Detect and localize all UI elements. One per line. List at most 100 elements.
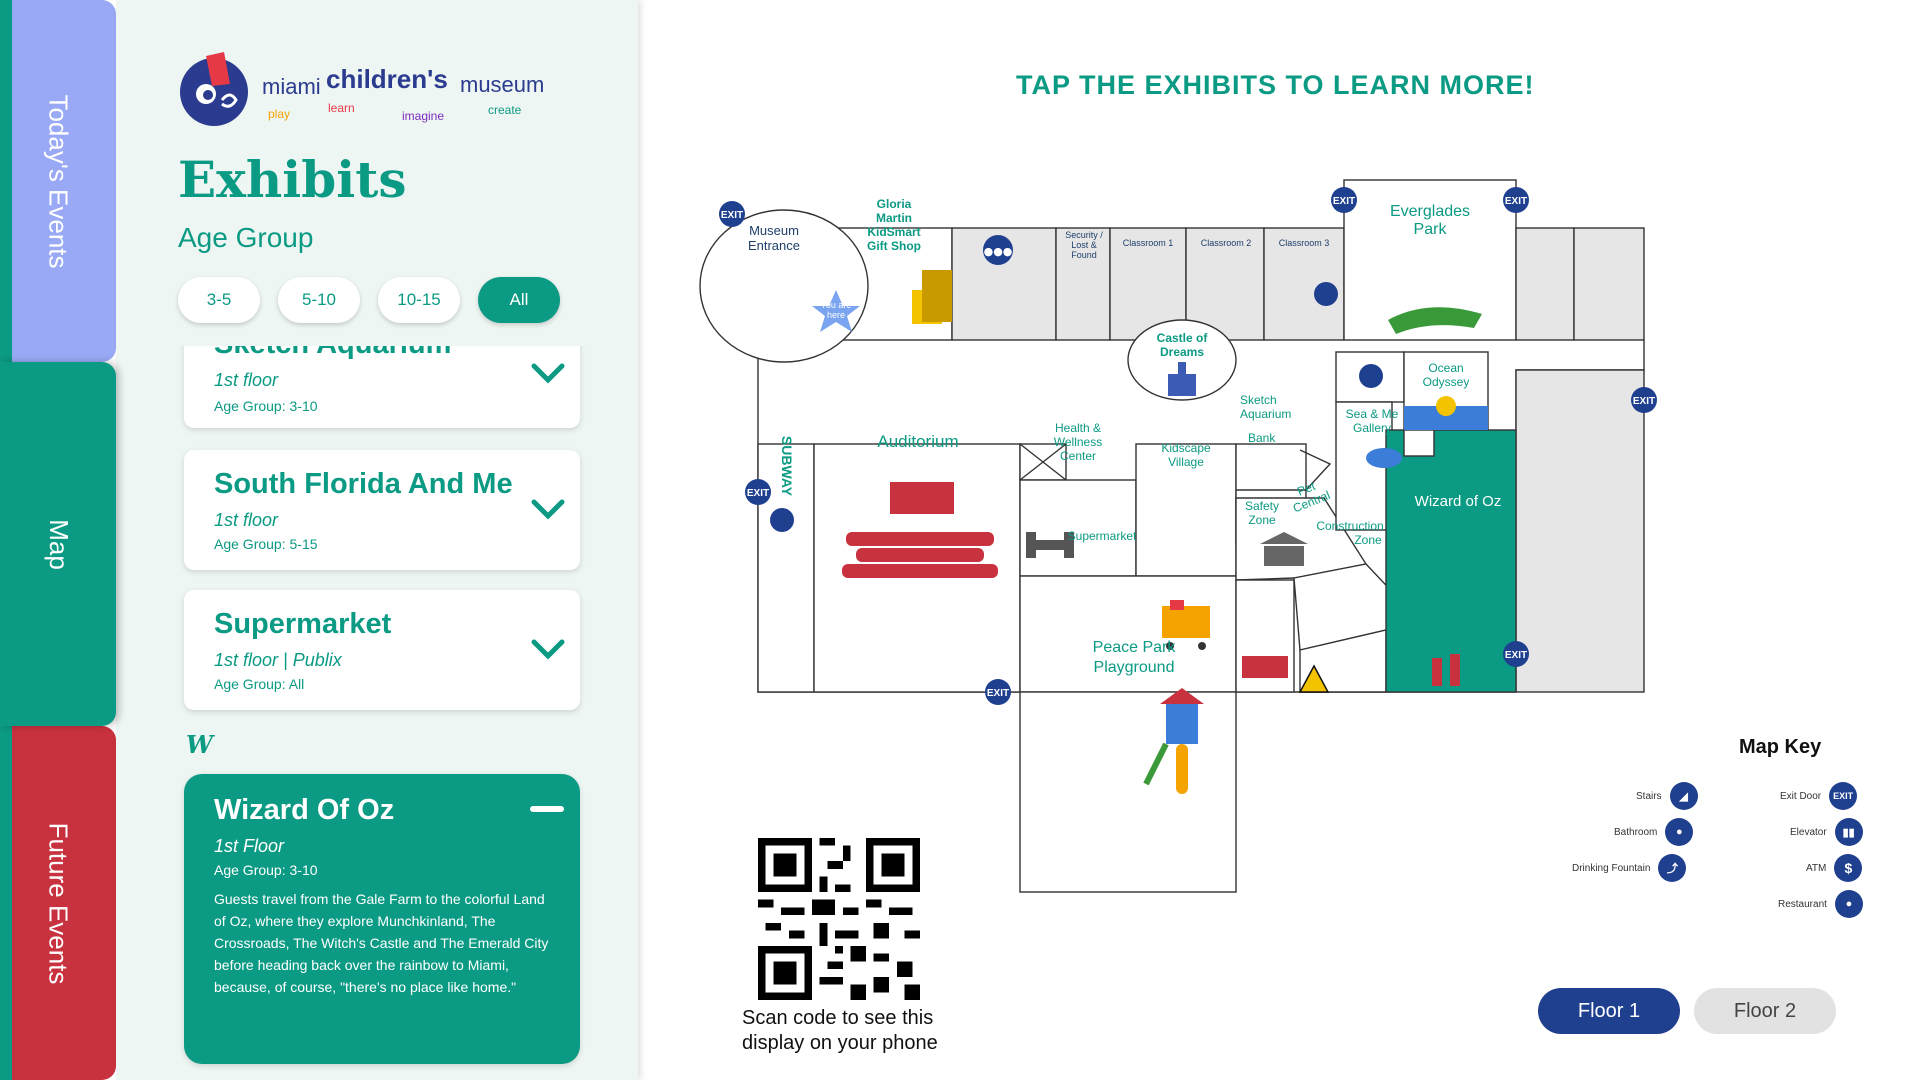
exhibit-list[interactable]: Sketch Aquarium 1st floor Age Group: 3-1… xyxy=(116,346,638,1080)
svg-text:SUBWAY: SUBWAY xyxy=(779,436,795,497)
stage-icon xyxy=(890,482,954,514)
fire-truck-icon xyxy=(1242,656,1288,678)
exhibit-age-group: Age Group: 5-15 xyxy=(214,536,318,552)
room-storage-b xyxy=(1573,227,1645,341)
gift-box-icon xyxy=(912,270,952,324)
exhibits-panel: miami children's museum play learn imagi… xyxy=(116,0,638,1080)
svg-text:Pet: Pet xyxy=(1295,479,1318,499)
svg-text:Kidscape: Kidscape xyxy=(1161,441,1211,455)
svg-text:learn: learn xyxy=(328,101,355,115)
exhibit-description: Guests travel from the Gale Farm to the … xyxy=(214,891,549,995)
key-item-fountain: Drinking Fountain⤴ xyxy=(1572,854,1687,882)
tab-map[interactable]: Map xyxy=(0,362,116,726)
section-letter: W xyxy=(186,730,213,759)
room-health-wellness[interactable] xyxy=(1019,479,1137,577)
exit-icon: EXIT xyxy=(1503,641,1529,667)
svg-text:Security /: Security / xyxy=(1065,230,1103,240)
qr-code-icon xyxy=(758,838,920,1000)
warning-sign-icon xyxy=(1298,664,1330,693)
restaurant-icon: ● xyxy=(1834,890,1863,918)
exit-icon: EXIT xyxy=(985,679,1011,705)
svg-text:You are: You are xyxy=(821,300,852,310)
exhibit-age-group: Age Group: 3-10 xyxy=(214,398,318,414)
room-kidscape-village[interactable] xyxy=(1135,443,1237,577)
exhibit-card-supermarket[interactable]: Supermarket 1st floor | Publix Age Group… xyxy=(184,590,580,710)
svg-text:Ocean: Ocean xyxy=(1428,361,1463,375)
svg-text:Village: Village xyxy=(1168,455,1204,469)
svg-text:EXIT: EXIT xyxy=(1505,196,1527,207)
svg-text:museum: museum xyxy=(460,72,544,97)
svg-text:imagine: imagine xyxy=(402,109,444,123)
svg-text:Wizard of Oz: Wizard of Oz xyxy=(1415,493,1502,510)
exhibit-card-wizard-of-oz[interactable]: Wizard Of Oz 1st Floor Age Group: 3-10 G… xyxy=(184,774,580,1064)
tab-future-events-label: Future Events xyxy=(43,822,74,984)
svg-text:Health &: Health & xyxy=(1055,421,1101,435)
key-item-elevator: Elevator▮▮ xyxy=(1790,818,1863,846)
age-filter-3-5[interactable]: 3-5 xyxy=(178,277,260,323)
exhibit-card-sketch-aquarium[interactable]: Sketch Aquarium 1st floor Age Group: 3-1… xyxy=(184,346,580,428)
chevron-down-icon[interactable] xyxy=(528,634,568,664)
exit-icon: EXIT xyxy=(1331,187,1357,213)
svg-text:KidSmart: KidSmart xyxy=(867,225,920,239)
tab-todays-events-label: Today's Events xyxy=(43,93,74,269)
svg-text:Aquarium: Aquarium xyxy=(1240,407,1291,421)
svg-text:Martin: Martin xyxy=(876,211,912,225)
svg-text:Sketch: Sketch xyxy=(1240,393,1277,407)
chevron-down-icon[interactable] xyxy=(528,358,568,388)
age-filter-5-10[interactable]: 5-10 xyxy=(278,277,360,323)
tab-future-events[interactable]: Future Events xyxy=(0,726,116,1080)
qr-caption-line: Scan code to see this xyxy=(742,1007,934,1029)
room-castle-of-dreams[interactable] xyxy=(1127,319,1237,401)
age-filter-all[interactable]: All xyxy=(478,277,560,323)
you-are-here-star-icon xyxy=(812,290,860,332)
floor-2-button[interactable]: Floor 2 xyxy=(1694,988,1836,1034)
drinking-fountain-icon xyxy=(1314,282,1338,306)
svg-text:Everglades: Everglades xyxy=(1390,203,1470,220)
castle-icon xyxy=(1168,362,1196,396)
collapse-icon[interactable] xyxy=(530,806,564,812)
auditorium-seats-icon xyxy=(842,532,998,578)
room-wizard-of-oz[interactable] xyxy=(1385,429,1517,693)
svg-text:Classroom 3: Classroom 3 xyxy=(1279,238,1330,248)
stairs-icon xyxy=(1359,364,1383,388)
fountain-icon: ⤴ xyxy=(1658,854,1687,882)
shopping-cart-icon xyxy=(1162,600,1210,650)
waves-icon xyxy=(1404,396,1488,430)
exhibit-title: Sketch Aquarium xyxy=(214,346,451,361)
dumbbell-icon xyxy=(1026,532,1074,558)
svg-text:Zone: Zone xyxy=(1354,533,1382,547)
svg-text:Sea & Me: Sea & Me xyxy=(1346,407,1399,421)
map-key-title: Map Key xyxy=(1739,736,1822,758)
svg-text:play: play xyxy=(268,107,290,121)
room-security[interactable] xyxy=(1055,227,1111,341)
exhibit-age-group: Age Group: All xyxy=(214,676,305,692)
svg-text:Playground: Playground xyxy=(1094,659,1175,676)
svg-text:Construction: Construction xyxy=(1316,519,1383,533)
age-filter-10-15[interactable]: 10-15 xyxy=(378,277,460,323)
floor-1-button[interactable]: Floor 1 xyxy=(1538,988,1680,1034)
room-peace-park[interactable] xyxy=(1019,691,1237,893)
floor-map: Museum Entrance Gloria Martin KidSmart G… xyxy=(699,179,1657,893)
playground-icon xyxy=(1143,688,1204,794)
svg-text:Center: Center xyxy=(1060,449,1096,463)
tab-todays-events[interactable]: Today's Events xyxy=(0,0,116,362)
svg-text:EXIT: EXIT xyxy=(1333,196,1355,207)
svg-text:Gift Shop: Gift Shop xyxy=(867,239,921,253)
museum-logo: miami children's museum play learn imagi… xyxy=(180,52,544,126)
exit-icon: EXIT xyxy=(719,201,745,227)
svg-text:Odyssey: Odyssey xyxy=(1423,375,1470,389)
qr-caption-line: display on your phone xyxy=(742,1032,938,1054)
svg-text:Peace Park: Peace Park xyxy=(1093,639,1177,656)
age-group-label: Age Group xyxy=(178,222,314,253)
chevron-down-icon[interactable] xyxy=(528,494,568,524)
svg-text:Lost &: Lost & xyxy=(1071,240,1097,250)
exhibit-card-south-florida[interactable]: South Florida And Me 1st floor Age Group… xyxy=(184,450,580,570)
exhibit-title: South Florida And Me xyxy=(214,468,513,500)
svg-text:here: here xyxy=(827,310,845,320)
svg-text:EXIT: EXIT xyxy=(1505,650,1527,661)
bathroom-icon: ● xyxy=(1665,818,1694,846)
page-title: Exhibits xyxy=(178,150,407,209)
svg-text:Bank: Bank xyxy=(1248,431,1276,445)
key-item-bathroom: Bathroom● xyxy=(1614,818,1694,846)
bank-icon xyxy=(1260,532,1308,566)
